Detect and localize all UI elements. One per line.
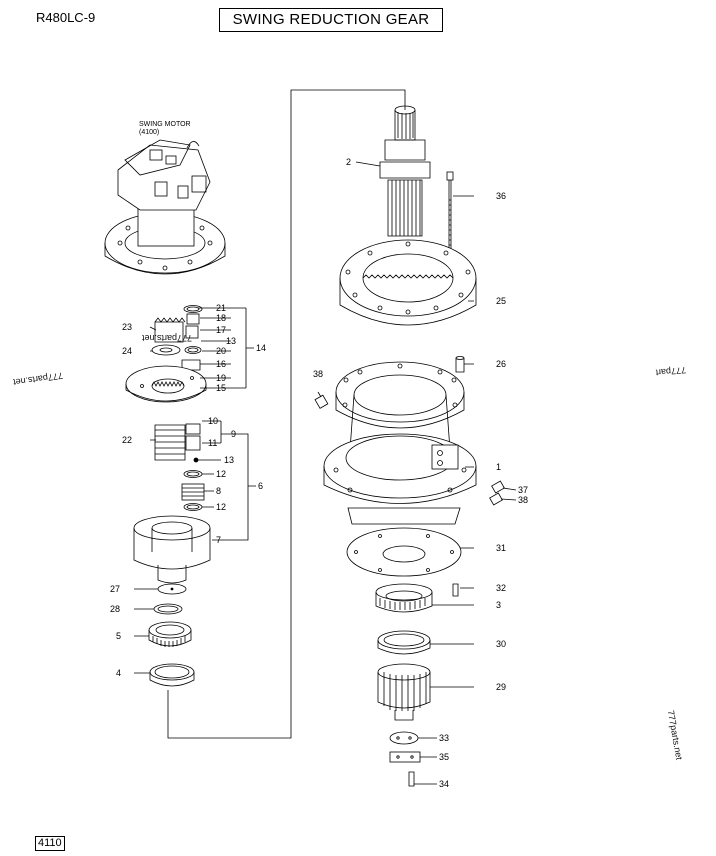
callout-25: 25 xyxy=(496,296,506,306)
callout-18: 18 xyxy=(216,313,226,323)
callout-24: 24 xyxy=(122,346,132,356)
screws-37-38 xyxy=(314,394,505,506)
model-number: R480LC-9 xyxy=(36,10,96,25)
output-shaft xyxy=(379,105,431,237)
callout-8: 8 xyxy=(216,486,221,496)
page-number: 4110 xyxy=(35,836,65,851)
callout-6: 6 xyxy=(258,481,263,491)
callout-23: 23 xyxy=(122,322,132,332)
callout-20: 20 xyxy=(216,346,226,356)
callout-13: 13 xyxy=(226,336,236,346)
carrier xyxy=(133,515,211,584)
swing-motor xyxy=(104,139,226,275)
callout-36: 36 xyxy=(496,191,506,201)
casing xyxy=(323,361,477,504)
watermark-1: 777parts.net xyxy=(142,333,193,343)
callout-11: 11 xyxy=(208,438,217,448)
assembly-connector-line xyxy=(167,89,406,739)
callout-3: 3 xyxy=(496,600,501,610)
callout-9: 9 xyxy=(231,429,236,439)
callout-15: 15 xyxy=(216,383,226,393)
callout-12: 12 xyxy=(216,469,226,479)
planetary-first-stage xyxy=(125,305,207,403)
callout-10: 10 xyxy=(208,416,218,426)
callout-14: 14 xyxy=(256,343,266,353)
callout-1: 1 xyxy=(496,462,501,472)
callout-4: 4 xyxy=(116,668,121,678)
callout-34: 34 xyxy=(439,779,449,789)
callout-19: 19 xyxy=(216,373,226,383)
callout-26: 26 xyxy=(496,359,506,369)
callout-12b: 12 xyxy=(216,502,226,512)
page-title: SWING REDUCTION GEAR xyxy=(219,8,443,32)
callout-2: 2 xyxy=(346,157,351,167)
callout-13b: 13 xyxy=(224,455,234,465)
callout-38b: 38 xyxy=(518,495,528,505)
cover-plate xyxy=(346,507,462,577)
callout-38: 38 xyxy=(313,369,323,379)
oil-seal xyxy=(377,630,431,655)
pin-26 xyxy=(455,356,465,373)
callout-7: 7 xyxy=(216,535,221,545)
callout-29: 29 xyxy=(496,682,506,692)
planetary-second-stage xyxy=(154,423,205,511)
callout-17: 17 xyxy=(216,325,226,335)
ring-gear xyxy=(339,239,477,326)
roller-bearing xyxy=(375,583,433,613)
callout-32: 32 xyxy=(496,583,506,593)
bearing-stack xyxy=(148,583,195,687)
callout-37: 37 xyxy=(518,485,528,495)
callout-35: 35 xyxy=(439,752,449,762)
callout-22: 22 xyxy=(122,435,132,445)
callout-16: 16 xyxy=(216,359,226,369)
bolt-32 xyxy=(452,583,459,597)
swing-motor-label-ref: (4100) xyxy=(139,129,160,136)
callout-30: 30 xyxy=(496,639,506,649)
lock-plate xyxy=(389,731,421,787)
callout-31: 31 xyxy=(496,543,506,553)
leader-lines xyxy=(134,161,517,785)
callout-33: 33 xyxy=(439,733,449,743)
swing-motor-label: SWING MOTOR (4100) xyxy=(139,121,191,137)
pinion-gear xyxy=(377,663,431,721)
callout-21: 21 xyxy=(216,303,226,313)
bolt-36 xyxy=(446,171,454,256)
callout-27: 27 xyxy=(110,584,120,594)
callout-5: 5 xyxy=(116,631,121,641)
callout-labels: 21 18 17 13 20 14 16 19 15 23 24 10 11 9… xyxy=(110,157,528,789)
callout-28: 28 xyxy=(110,604,120,614)
swing-motor-label-name: SWING MOTOR xyxy=(139,121,191,128)
